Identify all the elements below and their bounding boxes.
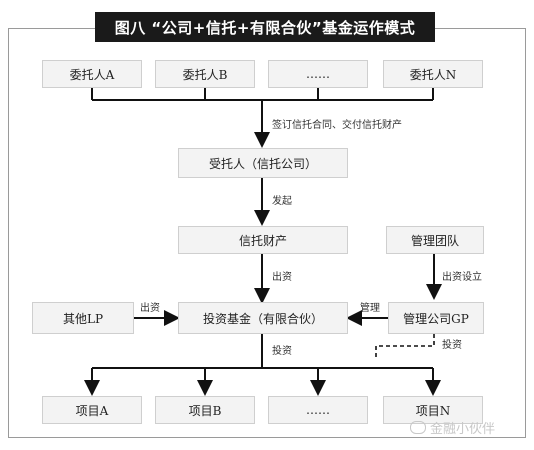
manage-label: 管理 xyxy=(360,303,380,314)
setup-label: 出资设立 xyxy=(442,272,482,283)
fund-invest-label: 投资 xyxy=(272,346,292,357)
gp-box: 管理公司GP xyxy=(388,302,484,334)
investment-fund-box: 投资基金（有限合伙） xyxy=(178,302,348,334)
sign-contract-label: 签订信托合同、交付信托财产 xyxy=(272,120,402,131)
watermark-text: 金融小伙伴 xyxy=(430,422,496,437)
initiate-label: 发起 xyxy=(272,196,292,207)
watermark-right: 金融小伙伴 xyxy=(410,418,495,437)
trustor-dots-box: …… xyxy=(268,60,368,88)
trustor-a-box: 委托人A xyxy=(42,60,142,88)
diagram-title: 图八 “公司+信托+有限合伙”基金运作模式 xyxy=(95,12,435,42)
trustor-b-box: 委托人B xyxy=(155,60,255,88)
lp-invest-label: 出资 xyxy=(140,303,160,314)
mgmt-team-box: 管理团队 xyxy=(386,226,484,254)
gp-invest-label: 投资 xyxy=(442,340,462,351)
trustee-box: 受托人（信托公司） xyxy=(178,148,348,178)
chat-bubble-icon xyxy=(410,421,426,434)
gp-invest-dashed xyxy=(375,334,435,360)
project-b-box: 项目B xyxy=(155,396,255,424)
trust-invest-label: 出资 xyxy=(272,272,292,283)
trustor-n-box: 委托人N xyxy=(383,60,483,88)
project-dots-box: …… xyxy=(268,396,368,424)
trust-property-box: 信托财产 xyxy=(178,226,348,254)
project-n-box: 项目N xyxy=(383,396,483,424)
project-a-box: 项目A xyxy=(42,396,142,424)
other-lp-box: 其他LP xyxy=(32,302,134,334)
